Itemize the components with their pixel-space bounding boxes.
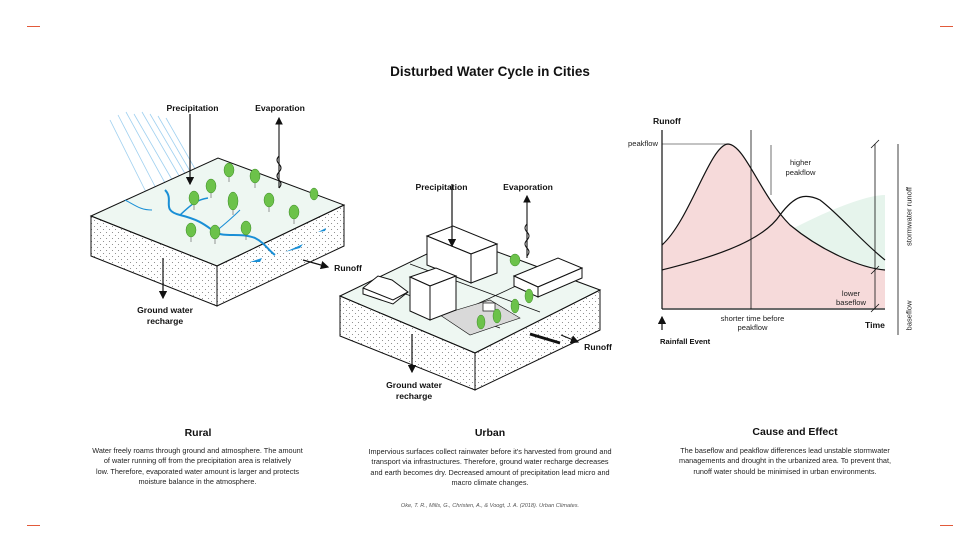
urban-paragraph: Impervious surfaces collect rainwater be…	[368, 447, 612, 488]
urban-groundwater-label-line1: Ground water	[386, 380, 442, 390]
cause-paragraph: The baseflow and peakflow differences le…	[678, 446, 892, 476]
runoff-arrow	[302, 259, 330, 270]
urban-curve-fill	[662, 144, 885, 308]
runoff-axis-label: Runoff	[653, 116, 681, 126]
rural-runoff-label: Runoff	[334, 263, 362, 273]
baseflow-label: baseflow	[904, 300, 914, 331]
corner-mark-top-right	[940, 26, 953, 27]
corner-mark-bottom-right	[940, 525, 953, 526]
rural-block	[89, 111, 346, 307]
corner-mark-bottom-left	[27, 525, 40, 526]
rainfall-event-label: Rainfall Event	[660, 337, 711, 346]
rural-right-face	[216, 204, 345, 307]
higher-peakflow-line1: higher	[789, 158, 812, 167]
urban-runoff-arrow	[560, 334, 580, 344]
higher-peakflow-line2: peakflow	[785, 168, 816, 177]
urban-heading: Urban	[474, 427, 506, 439]
rural-groundwater-label-line2: recharge	[146, 316, 184, 326]
page-title: Disturbed Water Cycle in Cities	[390, 64, 590, 79]
rural-paragraph: Water freely roams through ground and at…	[92, 446, 303, 487]
urban-block	[338, 184, 602, 391]
hydrograph	[657, 130, 899, 335]
rural-precipitation-label: Precipitation	[166, 103, 219, 113]
urban-trees	[476, 253, 534, 330]
rural-trees	[185, 162, 319, 240]
stormwater-runoff-label: stormwater runoff	[904, 187, 914, 246]
lower-baseflow-line2: baseflow	[836, 298, 866, 307]
urban-runoff-label: Runoff	[584, 342, 612, 352]
cause-heading: Cause and Effect	[752, 426, 838, 438]
shorter-time-line2: peakflow	[737, 323, 768, 332]
rural-evaporation-label: Evaporation	[255, 103, 305, 113]
buildings	[362, 225, 584, 321]
lower-baseflow-line1: lower	[841, 289, 861, 298]
peakflow-label: peakflow	[628, 139, 658, 148]
time-axis-label: Time	[865, 320, 885, 330]
shorter-time-line1: shorter time before	[720, 314, 785, 323]
rural-heading: Rural	[184, 427, 212, 439]
urban-precipitation-label: Precipitation	[415, 182, 468, 192]
citation: Oke, T. R., Mills, G., Christen, A., & V…	[400, 503, 580, 509]
urban-groundwater-label-line2: recharge	[395, 391, 433, 401]
corner-mark-top-left	[27, 26, 40, 27]
urban-evaporation-label: Evaporation	[503, 182, 553, 192]
rural-groundwater-label-line1: Ground water	[137, 305, 193, 315]
rain-lines	[109, 111, 199, 201]
